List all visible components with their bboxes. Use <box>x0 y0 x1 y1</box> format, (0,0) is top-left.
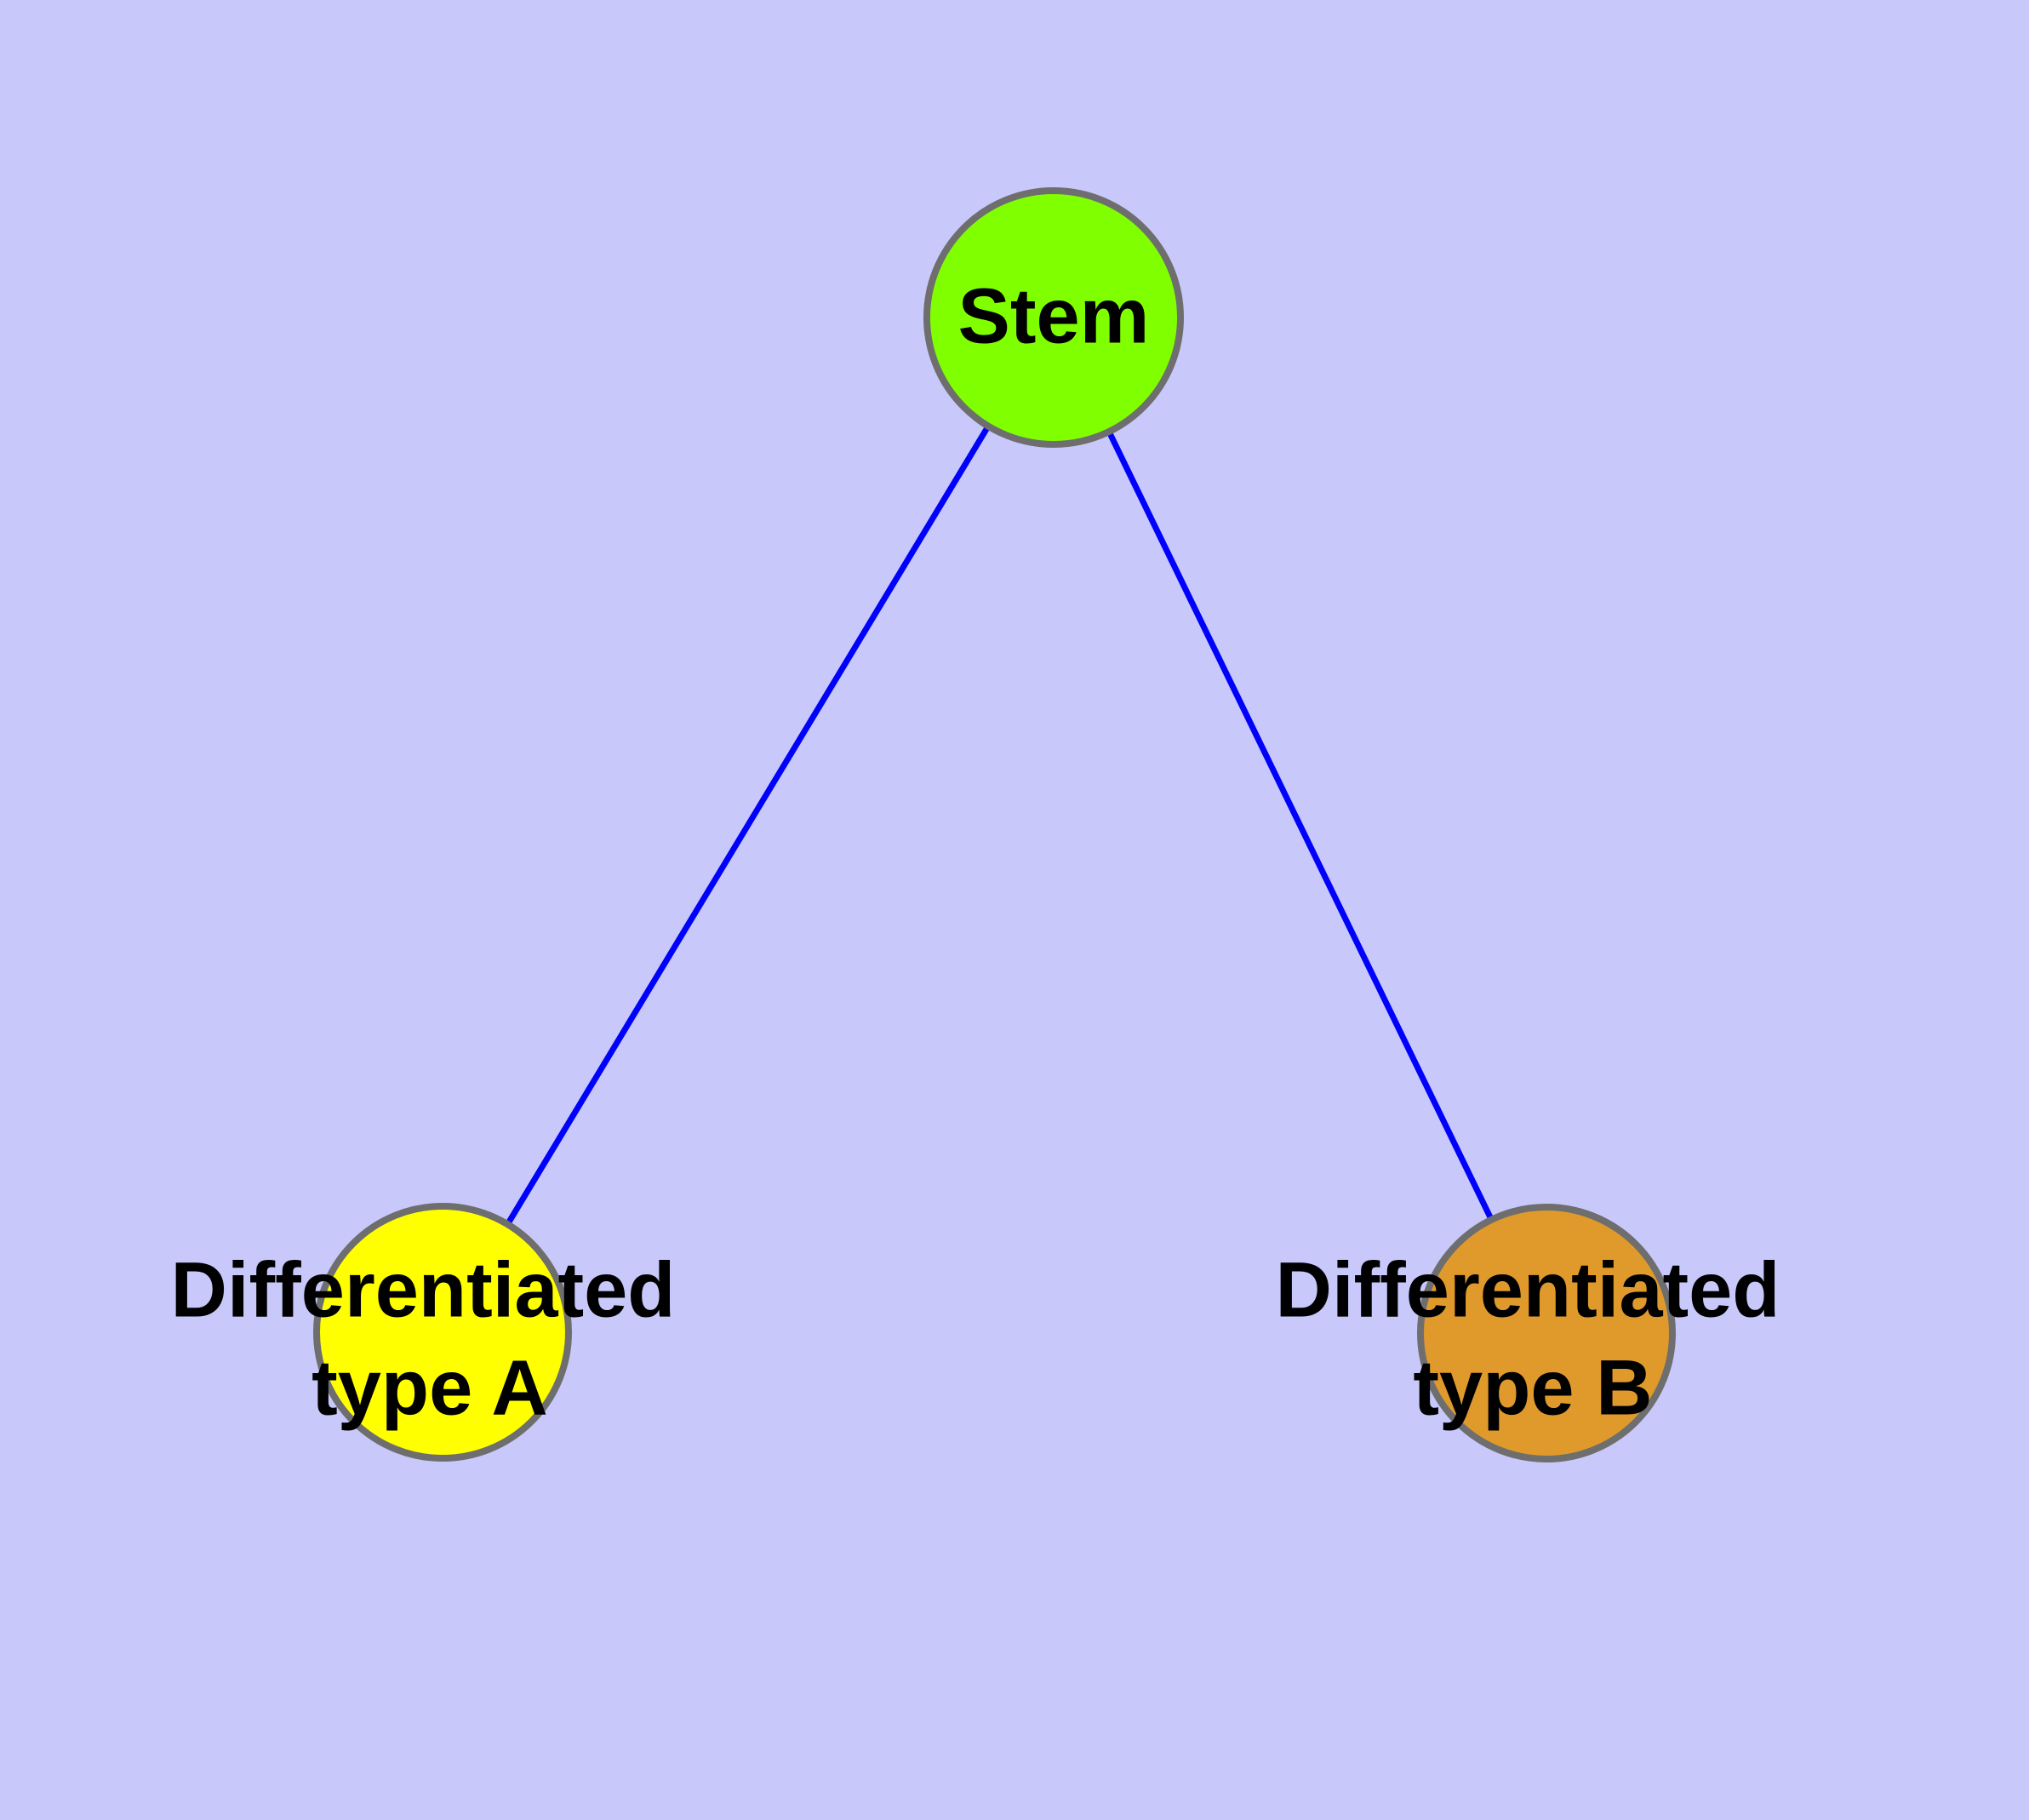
node-layer <box>313 187 1676 1462</box>
node-stem-circle[interactable] <box>923 187 1184 448</box>
node-diff-b-circle[interactable] <box>1417 1204 1676 1462</box>
node-stem-label: Stem <box>958 272 1150 359</box>
edge-layer <box>440 316 1550 1335</box>
edge-stem-to-diff-a[interactable] <box>440 316 1056 1334</box>
label-layer: Stem Differentiated type A Differentiate… <box>171 272 1780 1431</box>
node-diff-a-label-line2: type A <box>311 1344 548 1431</box>
node-diff-b-label-line2: type B <box>1413 1344 1652 1431</box>
node-diff-a-label-line1: Differentiated <box>171 1246 676 1333</box>
edge-stem-to-diff-b[interactable] <box>1050 316 1550 1335</box>
node-diff-a-circle[interactable] <box>313 1203 572 1462</box>
node-diff-b-label-line1: Differentiated <box>1276 1246 1780 1333</box>
